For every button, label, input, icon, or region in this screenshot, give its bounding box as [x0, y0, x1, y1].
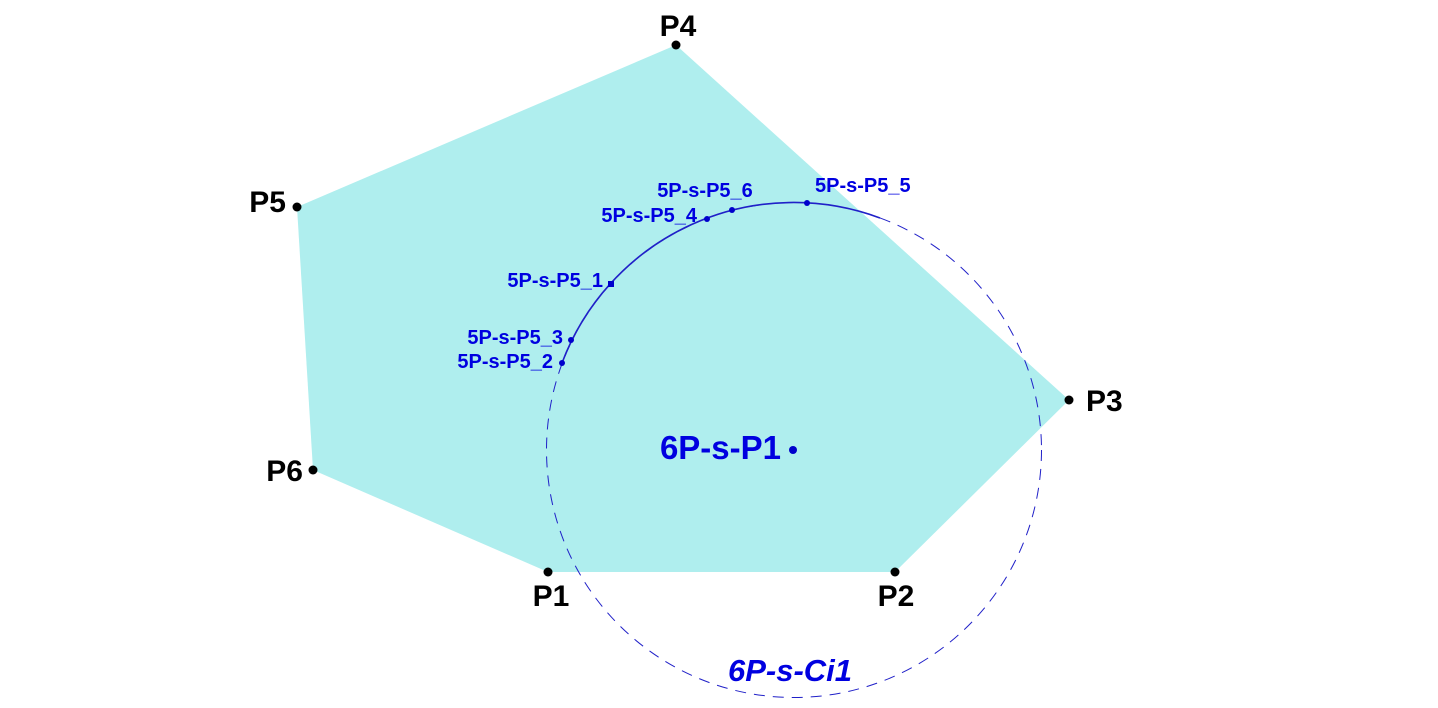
hexagon-polygon[interactable] — [297, 45, 1069, 572]
vertex-label-p4: P4 — [660, 10, 697, 43]
point-label-5p-s-p5_1: 5P-s-P5_1 — [507, 270, 603, 292]
vertex-label-p5: P5 — [249, 186, 286, 219]
point-label-5p-s-p5_4: 5P-s-P5_4 — [601, 205, 697, 227]
point-5p-s-p5_1[interactable] — [608, 281, 614, 287]
point-label-5p-s-p5_5: 5P-s-P5_5 — [815, 175, 911, 197]
vertex-point-p3[interactable] — [1064, 395, 1074, 405]
vertex-label-p1: P1 — [533, 580, 570, 613]
vertex-point-p2[interactable] — [890, 567, 900, 577]
point-5p-s-p5_4[interactable] — [704, 216, 710, 222]
vertex-point-p4[interactable] — [671, 40, 681, 50]
point-5p-s-p5_5[interactable] — [804, 200, 810, 206]
vertex-point-p5[interactable] — [292, 202, 302, 212]
vertex-point-p1[interactable] — [543, 567, 553, 577]
point-5p-s-p5_2[interactable] — [559, 360, 565, 366]
vertex-label-p2: P2 — [878, 580, 915, 613]
circle-label: 6P-s-Ci1 — [728, 653, 852, 688]
point-label-6p-s-p1: 6P-s-P1 — [660, 429, 781, 466]
point-label-5p-s-p5_6: 5P-s-P5_6 — [657, 180, 753, 202]
vertex-label-p3: P3 — [1086, 385, 1123, 418]
circle-solid-arc — [561, 201, 881, 364]
vertex-label-p6: P6 — [266, 455, 303, 488]
vertex-point-p6[interactable] — [308, 465, 318, 475]
point-5p-s-p5_3[interactable] — [568, 337, 574, 343]
point-5p-s-p5_6[interactable] — [729, 207, 735, 213]
point-label-5p-s-p5_2: 5P-s-P5_2 — [457, 351, 553, 373]
point-6p-s-p1[interactable] — [789, 446, 797, 454]
point-label-5p-s-p5_3: 5P-s-P5_3 — [467, 327, 563, 349]
